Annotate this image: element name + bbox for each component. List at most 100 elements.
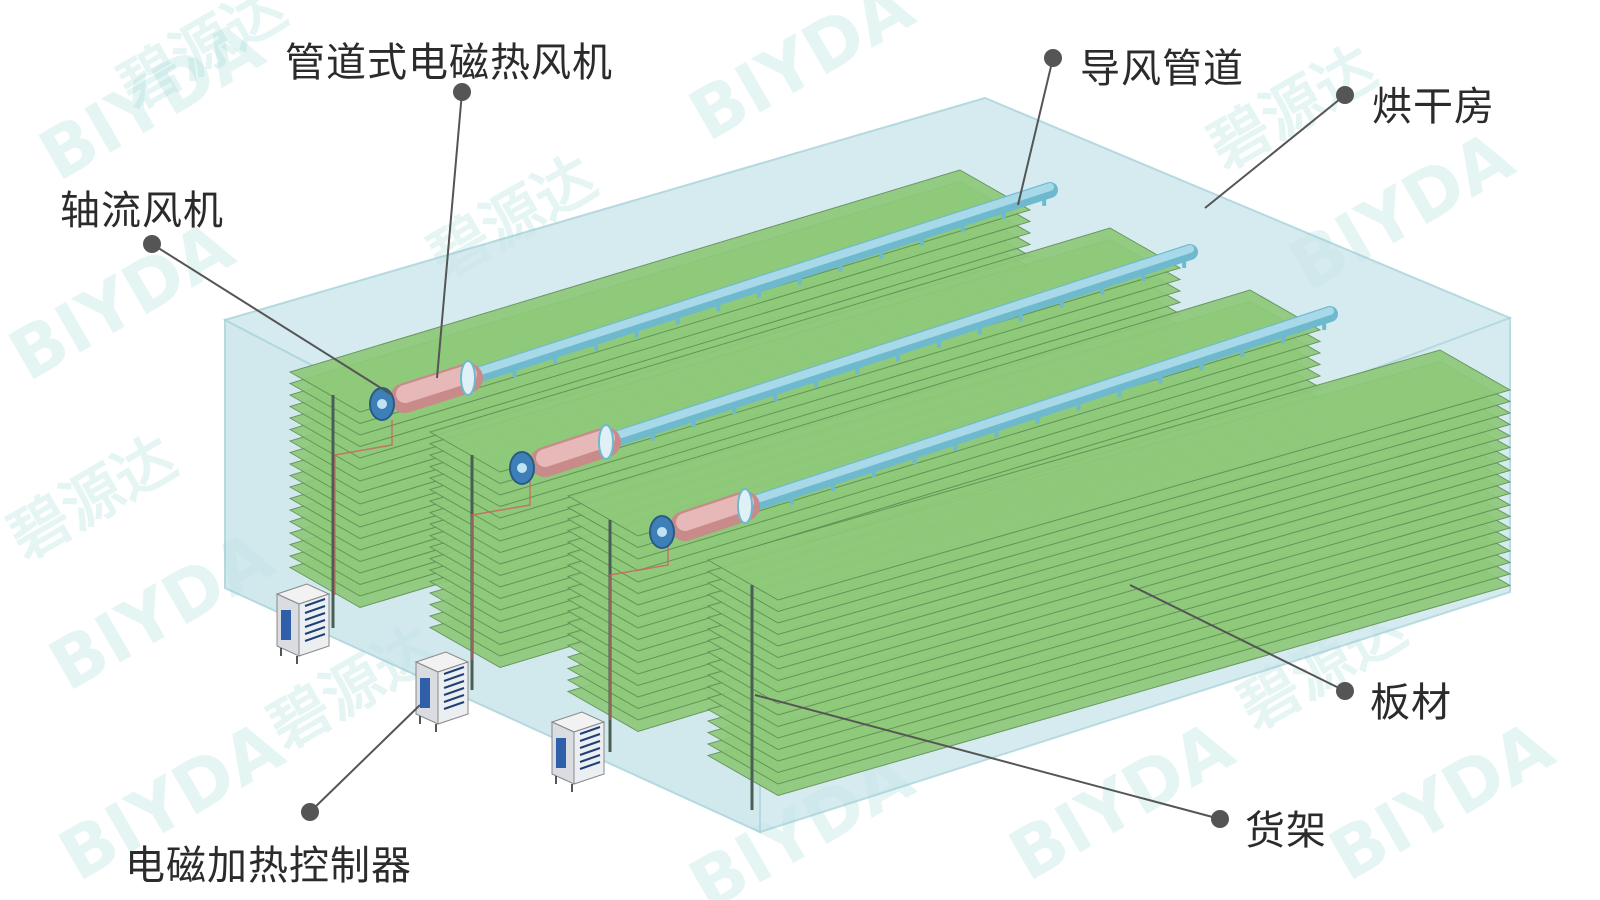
duct-nozzle	[1035, 416, 1040, 424]
controller-vent	[304, 612, 326, 621]
duct-nozzle	[789, 496, 794, 505]
label-axial-fan: 轴流风机	[60, 188, 224, 234]
duct-nozzle	[994, 429, 999, 438]
duct-nozzle	[650, 432, 655, 441]
axial-fan-hub	[657, 527, 667, 537]
duct-nozzle	[1076, 402, 1081, 411]
board	[566, 289, 1322, 537]
duct-nozzle	[675, 316, 680, 325]
duct-nozzle	[838, 263, 843, 272]
electromagnetic-controller	[275, 583, 331, 664]
dot-board	[1336, 682, 1354, 700]
label-rack: 货架	[1245, 808, 1327, 854]
duct-nozzle	[773, 392, 778, 401]
duct-nozzle	[1158, 375, 1163, 384]
controllers	[275, 583, 606, 792]
dot-drying-room	[1336, 86, 1354, 104]
duct-heater-flange	[598, 424, 614, 460]
controller-vent	[579, 761, 601, 770]
label-duct-heater: 管道式电磁热风机	[285, 40, 613, 86]
duct-nozzle	[1042, 197, 1047, 206]
duct-nozzle	[855, 366, 860, 375]
duct-nozzle	[960, 224, 965, 233]
dot-axial-fan	[143, 235, 161, 253]
leader-dots	[143, 49, 1354, 828]
duct-nozzle	[936, 339, 941, 348]
duct-nozzle	[691, 419, 696, 428]
duct-nozzle	[830, 483, 835, 492]
controller-vent	[443, 701, 465, 710]
controller-vent	[579, 733, 601, 742]
label-air-duct: 导风管道	[1080, 46, 1244, 92]
controller-vent	[443, 694, 465, 703]
label-controller: 电磁加热控制器	[125, 843, 412, 889]
air-ducts	[369, 182, 1338, 549]
duct-nozzle	[1322, 321, 1327, 330]
leader-duct-heater	[436, 91, 463, 379]
controller-vent	[304, 598, 326, 607]
controller-vent	[579, 726, 601, 735]
cable	[334, 420, 393, 595]
duct-nozzle	[553, 355, 558, 364]
controller-vent	[579, 740, 601, 749]
controller-panel	[556, 738, 566, 768]
electromagnetic-controller	[414, 651, 470, 732]
duct-nozzle	[1018, 313, 1023, 322]
duct-nozzle	[757, 290, 761, 298]
board-stack	[706, 349, 1512, 797]
duct-nozzle	[1199, 362, 1204, 371]
dot-duct-heater	[453, 83, 471, 101]
controller-vent	[304, 626, 326, 635]
duct-nozzle	[953, 442, 958, 451]
duct-heater-highlight	[536, 429, 615, 467]
air-duct-highlight	[464, 183, 1054, 379]
leader-controller	[309, 704, 421, 813]
controller-vent	[579, 747, 601, 756]
duct-nozzle	[797, 276, 802, 285]
duct-nozzle	[919, 237, 924, 246]
duct-heater-flange	[737, 488, 753, 524]
dot-air-duct	[1044, 49, 1062, 67]
duct-heater-highlight	[396, 365, 477, 403]
duct-nozzle	[896, 353, 900, 361]
leader-drying-room	[1204, 94, 1346, 209]
cables	[334, 420, 669, 720]
electromagnetic-controller	[550, 711, 606, 792]
dot-controller	[301, 803, 319, 821]
duct-nozzle	[1001, 211, 1006, 220]
duct-nozzle	[1059, 299, 1064, 308]
label-board: 板材	[1370, 680, 1452, 726]
duct-nozzle	[977, 326, 982, 335]
duct-nozzle	[1281, 335, 1286, 344]
leader-lines	[151, 57, 1346, 820]
label-drying-room: 烘干房	[1372, 84, 1495, 130]
cable	[471, 480, 531, 660]
duct-nozzle	[512, 368, 517, 377]
board	[288, 169, 1032, 413]
duct-nozzle	[594, 342, 599, 351]
cable	[609, 545, 669, 720]
duct-heater-flange	[460, 360, 476, 396]
controller-vent	[443, 666, 465, 675]
board	[428, 227, 1182, 473]
duct-nozzle	[634, 329, 639, 338]
duct-nozzle	[716, 303, 721, 312]
controller-vent	[443, 687, 465, 696]
axial-fan-hub	[517, 463, 527, 473]
controller-vent	[443, 673, 465, 682]
air-duct-assembly	[509, 244, 1198, 485]
duct-nozzle	[1182, 259, 1187, 268]
leader-rack	[754, 694, 1221, 820]
duct-heater-highlight	[676, 493, 754, 531]
board	[706, 349, 1512, 601]
leader-axial-fan	[151, 243, 393, 396]
duct-nozzle	[879, 250, 884, 259]
air-duct-assembly	[369, 182, 1058, 421]
air-duct-assembly	[649, 306, 1338, 549]
duct-nozzle	[1240, 348, 1245, 357]
controller-vent	[579, 754, 601, 763]
duct-nozzle	[732, 406, 737, 415]
controller-vent	[304, 605, 326, 614]
leader-board	[1129, 584, 1346, 692]
